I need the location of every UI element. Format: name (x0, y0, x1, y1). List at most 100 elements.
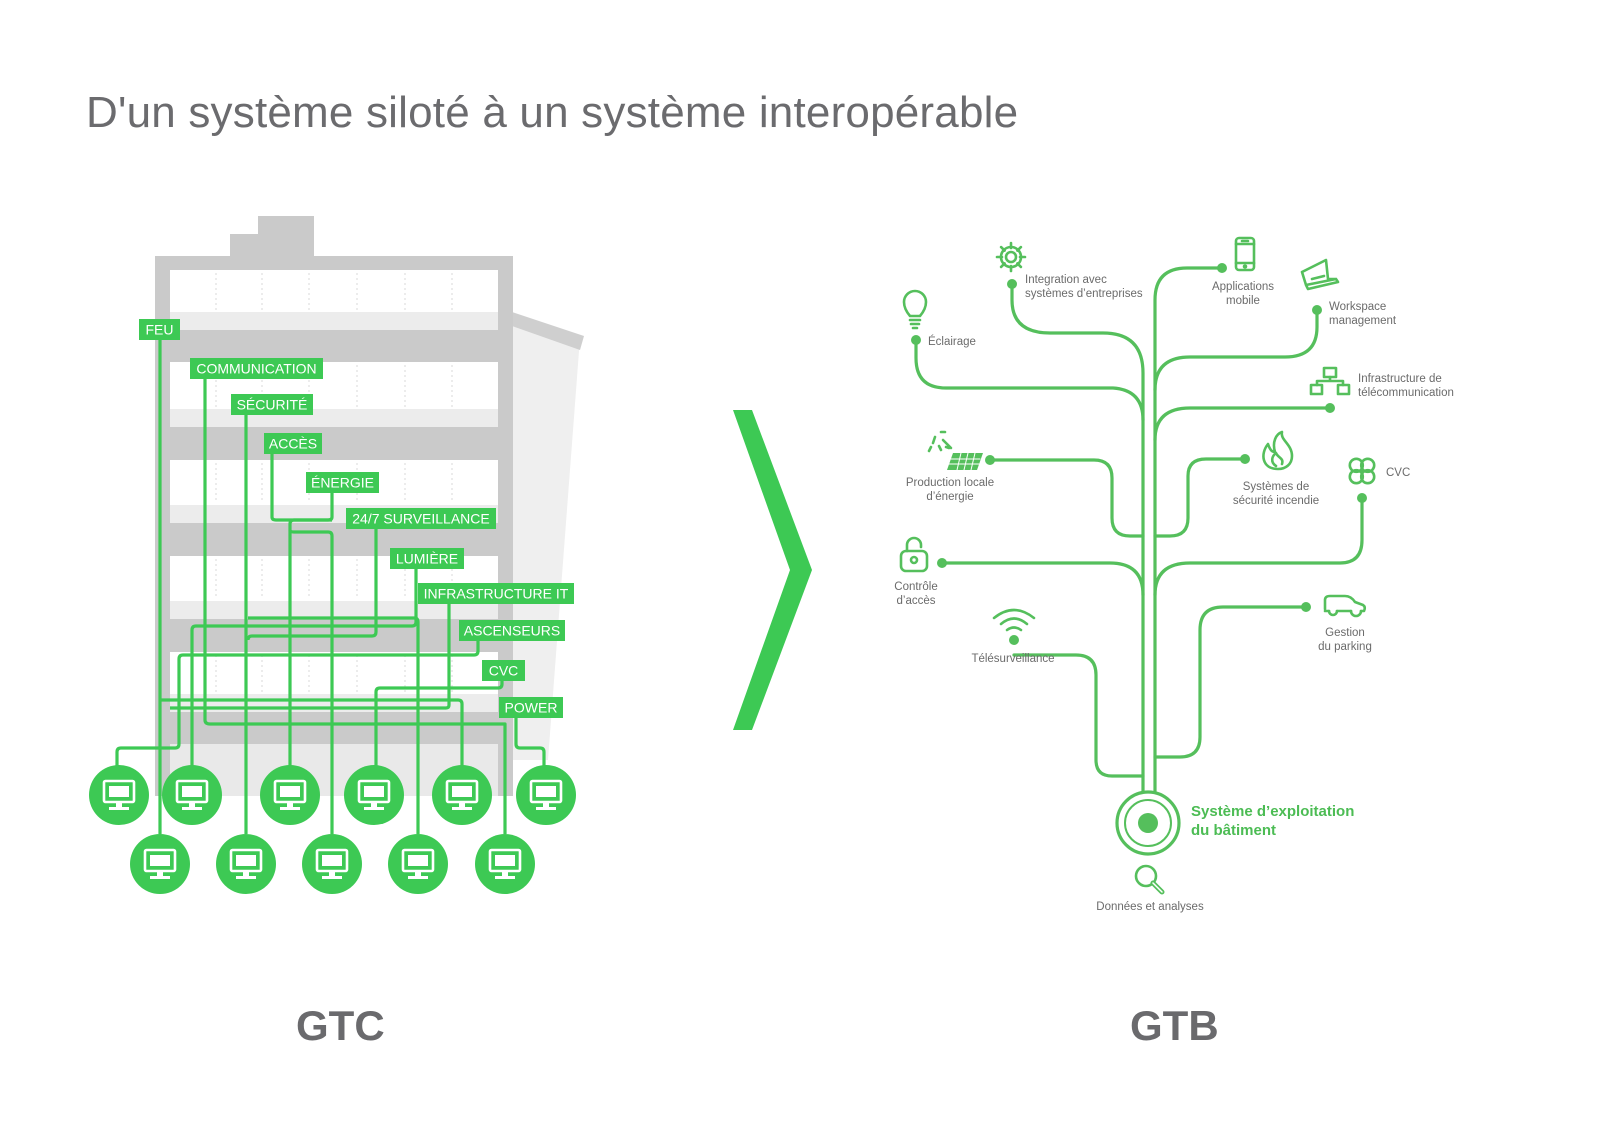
gtc-tag-power: POWER (499, 697, 563, 718)
branch (1012, 653, 1145, 778)
node-label-applications: mobile (1226, 295, 1260, 307)
terminal-10 (388, 834, 448, 894)
wire (288, 529, 334, 834)
branch (914, 338, 1145, 795)
gtc-tag-cvc: CVC (482, 660, 525, 681)
branch (1153, 406, 1332, 442)
monitor-base (109, 807, 129, 810)
wire (288, 492, 334, 766)
monitor-base (236, 876, 256, 879)
node-dot-incendie (1240, 454, 1250, 464)
gear-icon (995, 241, 1027, 273)
tag-label: LUMIÈRE (396, 551, 458, 567)
gtb-branches (914, 266, 1364, 795)
monitor-base (280, 807, 300, 810)
node-label-telecom: télécommunication (1358, 387, 1454, 399)
page-title: D'un système siloté à un système interop… (86, 88, 1019, 137)
gtc-tag--nergie: ÉNERGIE (306, 472, 379, 493)
tag-background (499, 697, 563, 718)
terminal-2 (162, 765, 222, 825)
terminal-1 (89, 765, 149, 825)
branch (1153, 457, 1247, 538)
node-label-workspace: Workspace (1329, 301, 1386, 313)
terminal-5 (432, 765, 492, 825)
gtc-label: GTC (296, 1002, 385, 1049)
node-label-production: Production locale (906, 477, 994, 489)
monitor-icon (273, 779, 307, 810)
gtc-tags: FEUCOMMUNICATIONSÉCURITÉACCÈSÉNERGIE24/7… (139, 319, 574, 718)
gtc-monitors (89, 765, 576, 894)
building-side-wing (512, 318, 580, 760)
monitor-screen-fill (452, 786, 472, 797)
node-label-cvc: CVC (1386, 467, 1410, 479)
core-inner-ring (1124, 799, 1172, 847)
rooftop-block-small (230, 234, 260, 258)
wire (160, 698, 464, 766)
monitor-neck (502, 871, 508, 876)
gtb-label: GTB (1130, 1002, 1219, 1049)
fan-icon (1348, 457, 1376, 485)
monitor-screen-fill (322, 855, 342, 866)
chevron-right-icon (733, 410, 812, 730)
tag-label: INFRASTRUCTURE IT (424, 586, 569, 602)
gtc-building-diagram: FEUCOMMUNICATIONSÉCURITÉACCÈSÉNERGIE24/7… (89, 216, 584, 894)
tag-background (190, 358, 323, 379)
network-icon (1309, 366, 1351, 396)
monitor-screen-fill (150, 855, 170, 866)
tag-background (418, 583, 574, 604)
node-label-applications: Applications (1212, 281, 1274, 293)
tag-label: 24/7 SURVEILLANCE (352, 511, 489, 527)
monitor-neck (415, 871, 421, 876)
node-label-production: d’énergie (926, 491, 973, 503)
terminal-11 (475, 834, 535, 894)
branch (988, 458, 1145, 538)
wire (248, 616, 420, 834)
monitor-icon (529, 779, 563, 810)
monitor-screen-fill (495, 855, 515, 866)
gtc-tag-ascenseurs: ASCENSEURS (459, 620, 565, 641)
monitor-icon (229, 848, 263, 879)
fire-icon (1262, 430, 1294, 471)
monitor-base (408, 876, 428, 879)
monitor-icon (102, 779, 136, 810)
monitor-base (536, 807, 556, 810)
node-dot-workspace (1312, 305, 1322, 315)
laptop-icon (1300, 258, 1340, 291)
wire (170, 603, 451, 710)
terminal-8 (216, 834, 276, 894)
node-label-incendie: Systèmes de (1243, 481, 1309, 493)
branch (940, 561, 1145, 597)
terminal-3 (260, 765, 320, 825)
node-label-eclairage: Éclairage (928, 335, 976, 348)
terminal-4 (344, 765, 404, 825)
core-label-line2: du bâtiment (1191, 822, 1276, 839)
monitor-base (452, 807, 472, 810)
node-label-integration: Integration avec (1025, 274, 1107, 286)
gtc-tag-24-7-surveillance: 24/7 SURVEILLANCE (346, 508, 496, 529)
gtc-tag-communication: COMMUNICATION (190, 358, 323, 379)
node-dot-controle (937, 558, 947, 568)
node-label-donnees: Données et analyses (1096, 901, 1204, 913)
gtc-tag-lumi-re: LUMIÈRE (390, 548, 464, 569)
core-system: Système d’exploitation du bâtiment (1115, 790, 1354, 856)
monitor-neck (243, 871, 249, 876)
monitor-icon (445, 779, 479, 810)
smartphone-icon (1234, 236, 1256, 272)
monitor-neck (189, 802, 195, 807)
monitor-screen-fill (536, 786, 556, 797)
gtc-tag-feu: FEU (139, 319, 180, 340)
magnifier-icon (1134, 864, 1165, 895)
tag-background (459, 620, 565, 641)
monitor-screen-fill (182, 786, 202, 797)
solar-panel-icon (927, 430, 983, 471)
core-outer-ring (1115, 790, 1181, 856)
rooftop-block (258, 216, 314, 258)
tag-background (264, 433, 322, 454)
core-label-line1: Système d’exploitation (1191, 803, 1354, 820)
monitor-screen-fill (236, 855, 256, 866)
monitor-icon (143, 848, 177, 879)
gtb-icons (899, 236, 1376, 895)
branch (1153, 496, 1364, 597)
tag-label: FEU (146, 322, 174, 338)
building-side-roof (512, 312, 584, 350)
